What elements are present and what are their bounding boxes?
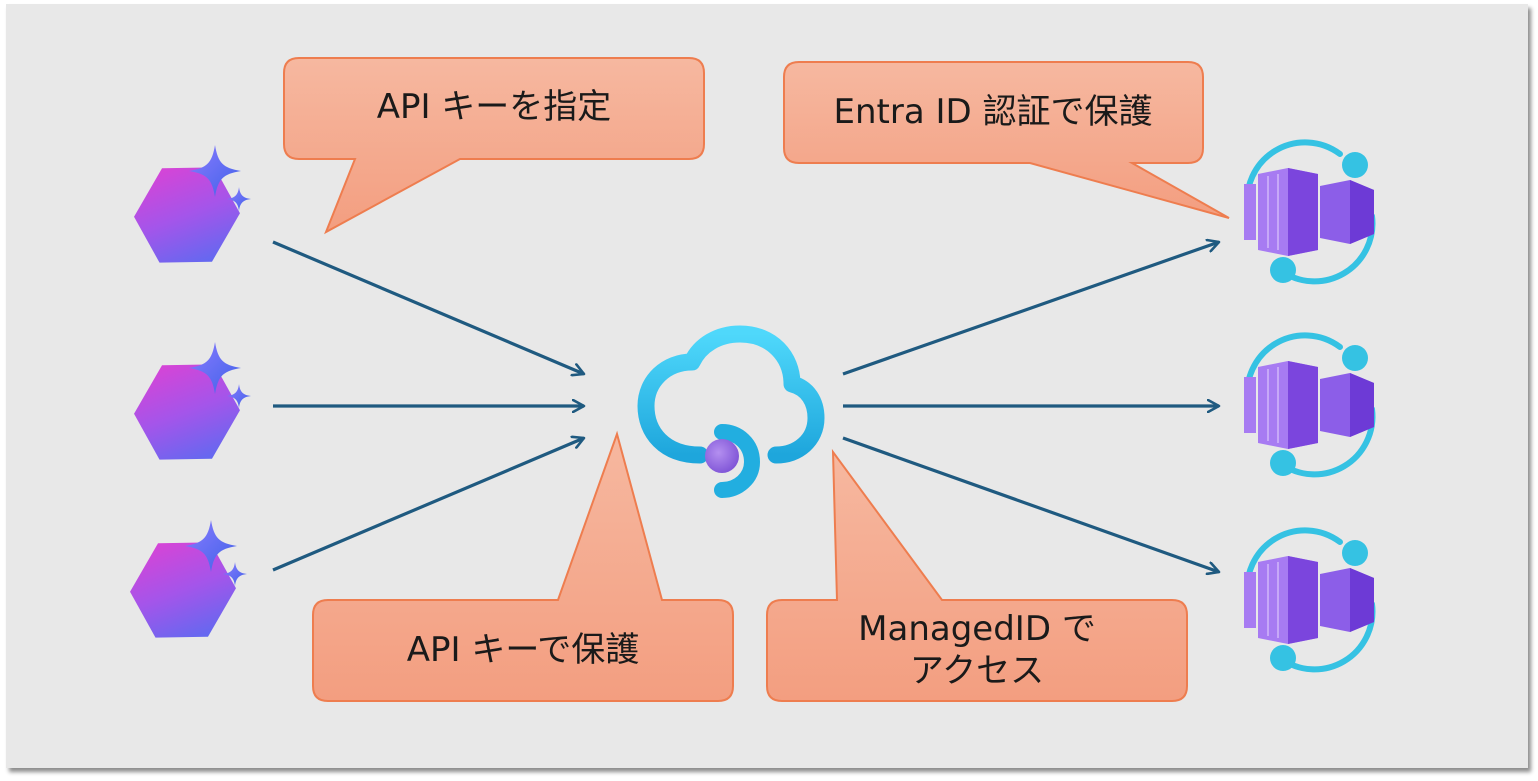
api-management-cloud-icon: [637, 325, 825, 498]
arrow-right-top: [842, 242, 1219, 376]
container-apps-icon: [1244, 530, 1374, 671]
arrow-left-top: [272, 240, 584, 374]
arrows-group: [272, 240, 1219, 572]
callout-entra-id-protect: Entra ID 認証で保護: [783, 61, 1230, 219]
container-apps-icon: [1244, 142, 1374, 283]
callout-text: API キーを指定: [377, 87, 612, 127]
callout-text: Entra ID 認証で保護: [834, 92, 1153, 132]
callout-text-line1: ManagedID で: [858, 609, 1096, 649]
arrow-left-bottom: [272, 438, 584, 572]
callout-api-key-protect: API キーで保護: [312, 430, 734, 702]
callout-api-key-specify: API キーを指定: [283, 57, 705, 235]
callout-text: API キーで保護: [407, 630, 640, 670]
ai-foundry-hexagon-icon: [120, 144, 254, 286]
ai-foundry-hexagon-icon: [120, 341, 254, 483]
arrow-right-bottom: [842, 436, 1219, 572]
callout-managed-id-access: ManagedID で アクセス: [766, 448, 1188, 702]
container-apps-icon: [1244, 335, 1374, 476]
callout-text-line2: アクセス: [910, 651, 1044, 691]
ai-foundry-hexagon-icon: [116, 519, 250, 661]
